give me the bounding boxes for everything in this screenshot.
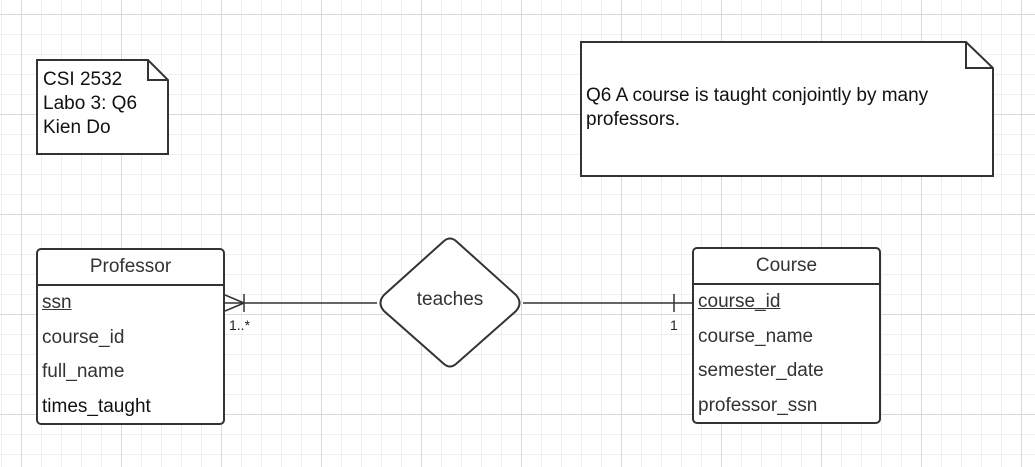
relationship-diamond[interactable]: [379, 237, 521, 368]
author-note-shape[interactable]: [36, 59, 169, 155]
author-note-line: CSI 2532: [43, 69, 123, 90]
professor-attr-times-taught[interactable]: times_taught: [42, 395, 151, 417]
author-note-line: Labo 3: Q6: [43, 93, 138, 114]
relationship-label: teaches: [416, 289, 484, 310]
course-entity[interactable]: Course course_id course_name semester_da…: [692, 247, 881, 424]
author-note-line: Kien Do: [43, 117, 111, 138]
course-attr-semester-date[interactable]: semester_date: [698, 360, 824, 381]
professor-entity[interactable]: Professor ssn course_id full_name times_…: [36, 248, 225, 425]
question-note-line: Q6 A course is taught conjointly by many: [586, 85, 929, 106]
course-entity-title: Course: [694, 249, 879, 285]
question-note-shape[interactable]: [580, 41, 994, 177]
course-attr-professor-ssn[interactable]: professor_ssn: [698, 394, 818, 416]
professor-attr-course-id[interactable]: course_id: [42, 326, 125, 348]
question-note-line: professors.: [586, 109, 680, 130]
course-attr-course-id[interactable]: course_id: [698, 291, 781, 312]
crows-foot-many-marker: [224, 294, 245, 312]
question-note: Q6 A course is taught conjointly by many…: [586, 84, 928, 132]
course-cardinality-label: 1: [670, 317, 678, 333]
author-note: CSI 2532 Labo 3: Q6 Kien Do: [43, 68, 137, 140]
professor-cardinality-label: 1..*: [229, 317, 251, 333]
professor-attr-ssn[interactable]: ssn: [42, 292, 72, 313]
professor-entity-title: Professor: [38, 250, 223, 286]
course-attr-course-name[interactable]: course_name: [698, 325, 814, 347]
professor-attr-full-name[interactable]: full_name: [42, 361, 125, 382]
